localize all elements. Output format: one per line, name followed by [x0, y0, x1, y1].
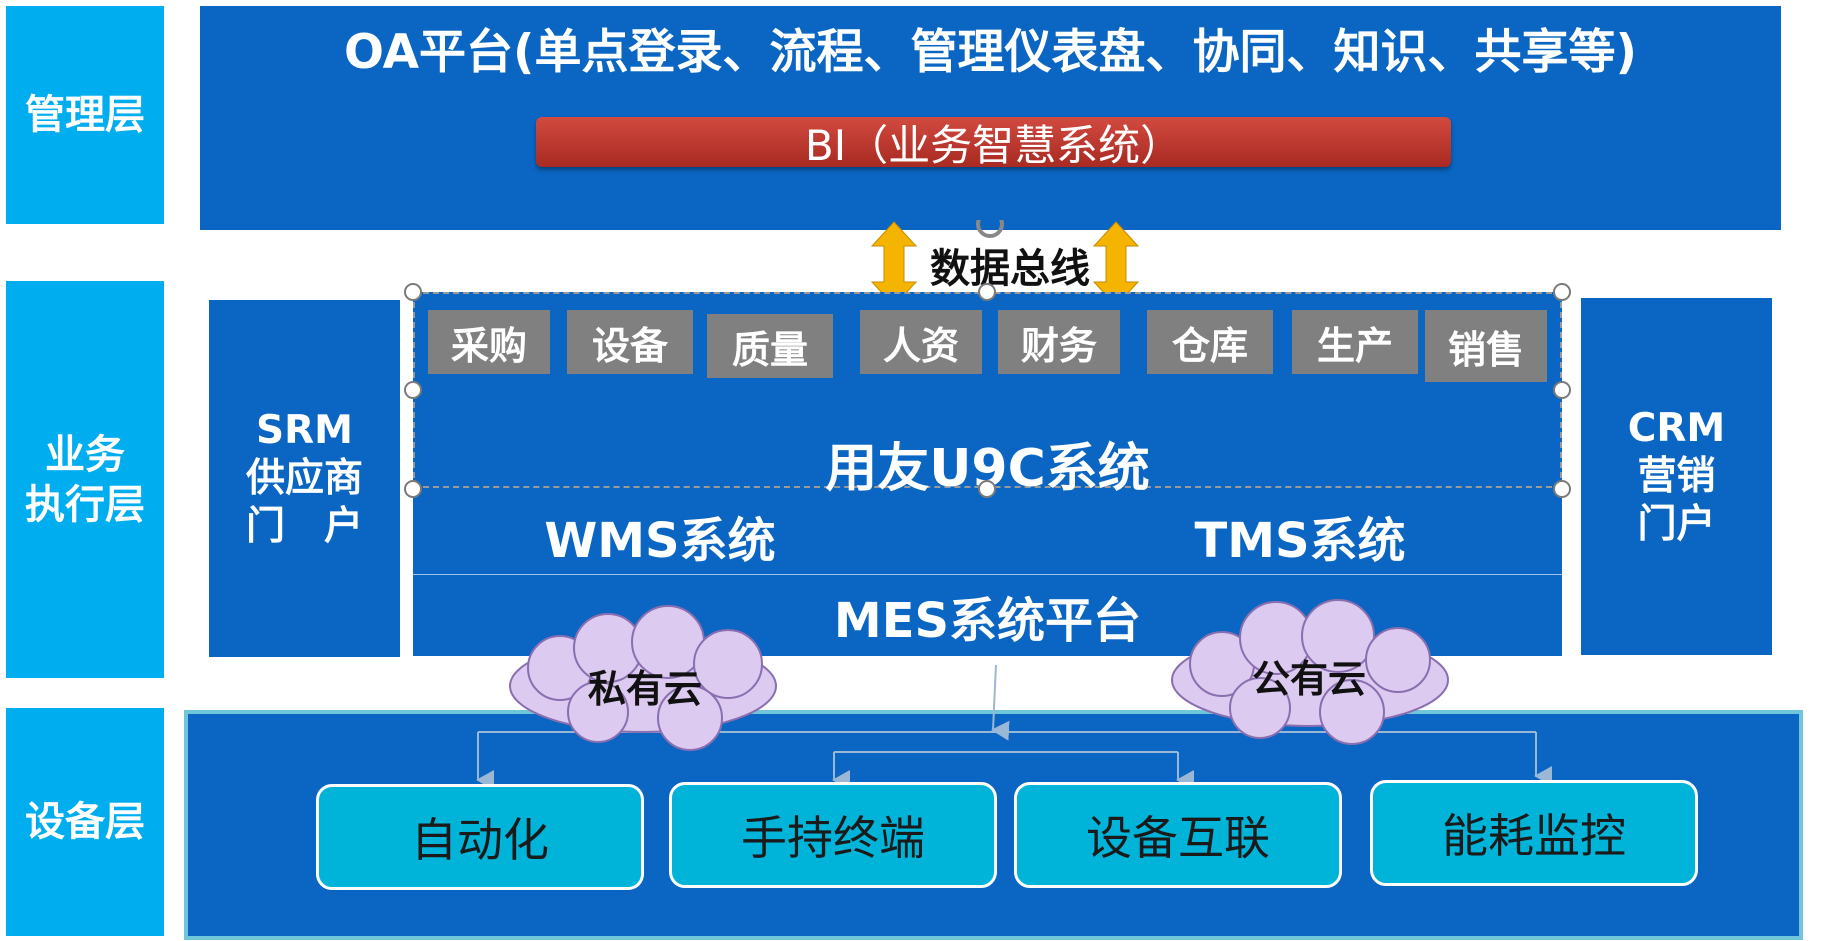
- handle-br: [1553, 480, 1571, 498]
- private-cloud-icon: [509, 605, 777, 751]
- data-bus-label: 数据总线: [930, 246, 1090, 292]
- handle-bl: [404, 480, 422, 498]
- tms-system-label: TMS系统: [1194, 513, 1406, 569]
- wms-system-label: WMS系统: [544, 513, 776, 569]
- handle-mr: [1553, 381, 1571, 399]
- bi-label: BI（业务智慧系统）: [804, 120, 1183, 170]
- oa-platform-title: OA平台(单点登录、流程、管理仪表盘、协同、知识、共享等): [343, 24, 1638, 80]
- module-procurement: 采购: [428, 310, 550, 374]
- rotate-handle-icon: [976, 220, 1004, 238]
- handle-ml: [404, 381, 422, 399]
- handle-tr: [1553, 283, 1571, 301]
- crm-portal: CRM 营销 门户: [1581, 298, 1772, 655]
- module-warehouse: 仓库: [1147, 310, 1273, 374]
- module-equipment: 设备: [567, 310, 693, 374]
- device-energy-monitoring: 能耗监控: [1370, 780, 1698, 886]
- handle-tl: [404, 283, 422, 301]
- public-cloud-icon: [1171, 599, 1449, 745]
- public-cloud-label: 公有云: [1251, 656, 1366, 701]
- divider-line: [413, 574, 1562, 575]
- handle-tm: [978, 283, 996, 301]
- mes-platform-label: MES系统平台: [833, 593, 1142, 649]
- srm-portal: SRM 供应商 门 户: [209, 300, 400, 657]
- module-hr: 人资: [860, 310, 982, 374]
- layer-label-management: 管理层: [6, 6, 164, 224]
- layer-label-equipment: 设备层: [6, 708, 164, 936]
- private-cloud-label: 私有云: [587, 666, 702, 711]
- handle-bm: [978, 480, 996, 498]
- module-finance: 财务: [998, 310, 1120, 374]
- module-sales: 销售: [1425, 310, 1547, 382]
- bi-bar: BI（业务智慧系统）: [536, 117, 1451, 170]
- device-automation: 自动化: [316, 784, 644, 890]
- layer-label-business: 业务 执行层: [6, 281, 164, 678]
- module-production: 生产: [1292, 310, 1418, 374]
- module-quality: 质量: [707, 314, 833, 378]
- device-interconnect: 设备互联: [1014, 782, 1342, 888]
- device-handheld-terminal: 手持终端: [669, 782, 997, 888]
